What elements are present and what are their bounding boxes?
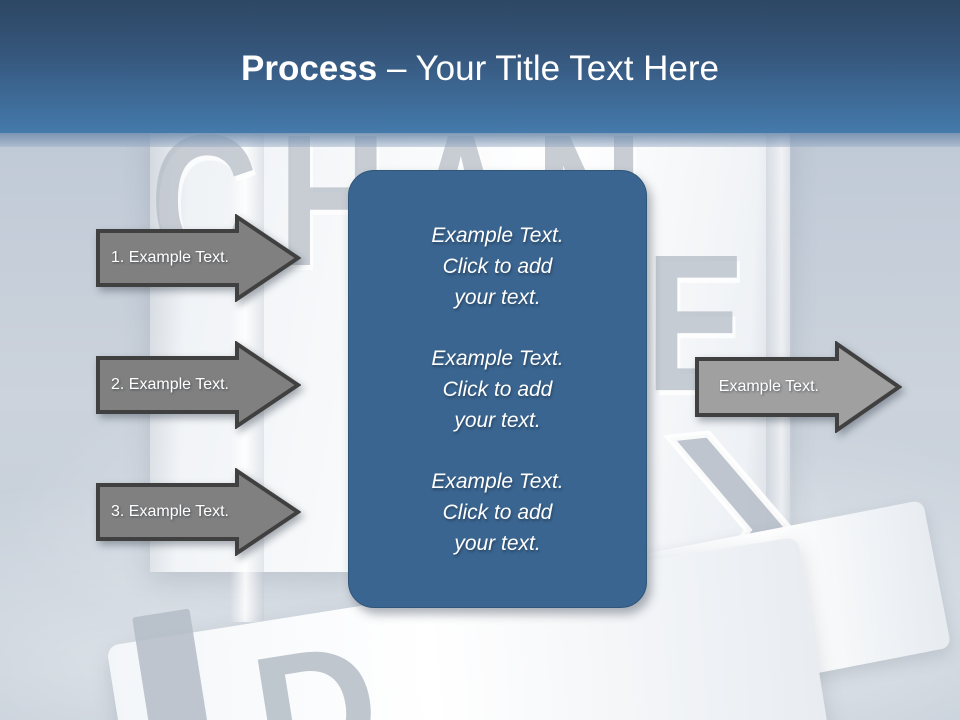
page-title: Process – Your Title Text Here (0, 48, 960, 90)
process-card-block-1: Example Text. Click to add your text. (431, 223, 564, 309)
input-arrow-2[interactable]: 2. Example Text. (95, 341, 301, 429)
input-arrow-1[interactable]: 1. Example Text. (95, 214, 301, 302)
sign-post-seam-right (766, 122, 792, 552)
page-title-bold: Process (241, 49, 378, 88)
process-card-block-3: Example Text. Click to add your text. (431, 469, 564, 555)
title-bar-underline (0, 133, 960, 147)
title-bar: Process – Your Title Text Here (0, 0, 960, 133)
page-title-rest: – Your Title Text Here (377, 49, 719, 88)
process-card-block-2: Example Text. Click to add your text. (431, 346, 564, 432)
process-card[interactable]: Example Text. Click to add your text. Ex… (348, 170, 647, 608)
output-arrow[interactable]: Example Text. (694, 341, 902, 433)
input-arrow-3[interactable]: 3. Example Text. (95, 468, 301, 556)
